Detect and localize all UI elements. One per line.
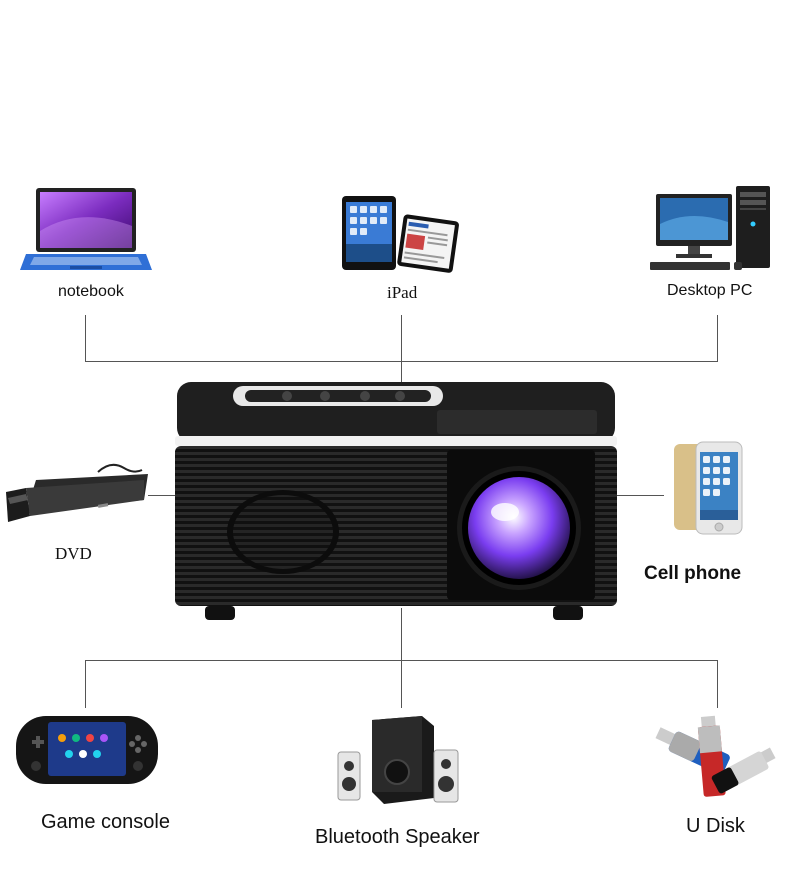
connector-line-ipad: [401, 315, 402, 383]
handheld-console-icon: [14, 712, 160, 788]
smartphone-icon: [672, 440, 744, 536]
connector-line-bottom-horizontal: [85, 660, 718, 661]
dvd-player-icon: [6, 460, 148, 530]
desktop-computer-icon: [650, 184, 775, 274]
connector-line-cellphone: [612, 495, 664, 496]
tablet-icon: [340, 194, 466, 274]
device-label-cellphone: Cell phone: [644, 563, 742, 584]
connector-line-desktop: [717, 315, 718, 362]
speaker-set-icon: [332, 712, 464, 806]
device-label-ipad: iPad: [387, 283, 418, 302]
device-label-notebook: notebook: [58, 283, 124, 300]
device-label-game: Game console: [41, 811, 170, 833]
projector-image: [175, 380, 617, 622]
device-label-dvd: DVD: [55, 544, 92, 563]
connector-line-udisk: [717, 660, 718, 708]
connector-line-bottom-vertical: [401, 608, 402, 708]
device-label-udisk: U Disk: [686, 815, 745, 837]
connector-line-game: [85, 660, 86, 708]
connector-line-notebook: [85, 315, 86, 362]
usb-drive-icon: [634, 712, 790, 808]
connector-line-dvd: [148, 495, 178, 496]
device-label-speaker: Bluetooth Speaker: [315, 826, 480, 848]
device-label-desktop: Desktop PC: [667, 282, 753, 299]
laptop-icon: [20, 186, 152, 274]
